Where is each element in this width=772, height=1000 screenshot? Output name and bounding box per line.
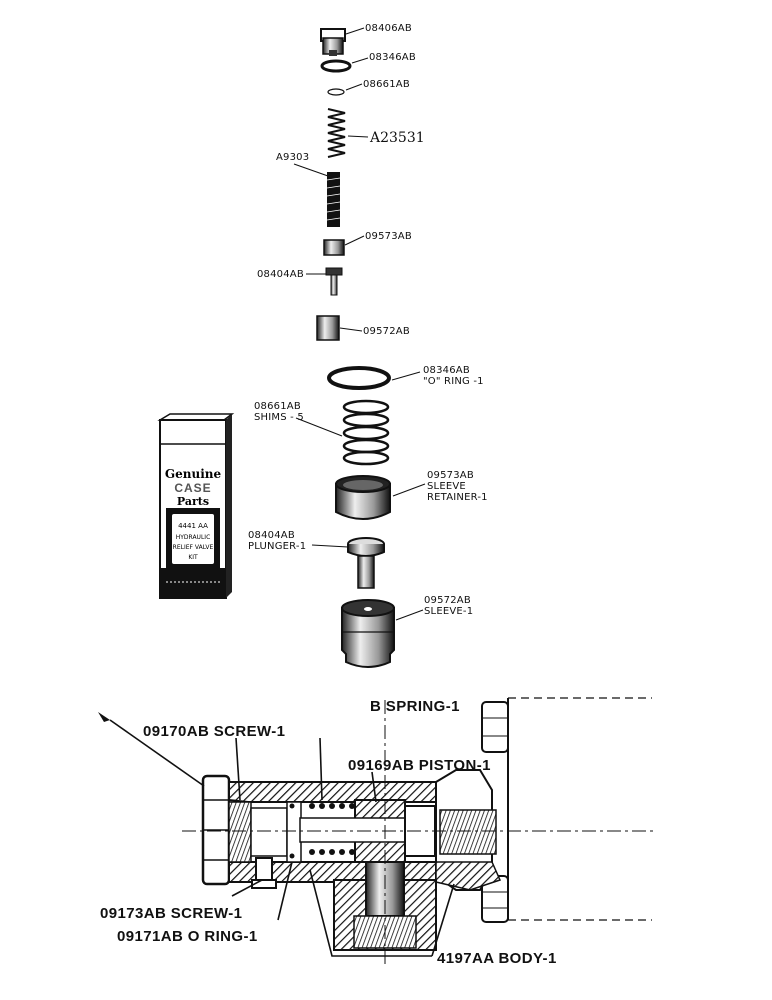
label-shims-code: 08661AB: [254, 401, 301, 412]
label-shim-top: 08661AB: [363, 79, 410, 90]
label-plunger-desc: PLUNGER-1: [248, 541, 306, 552]
oring-top-part: [320, 59, 352, 73]
label-o-ring: 09171AB O RING-1: [117, 928, 258, 945]
kit-box: Genuine CASE Parts 4441 AA HYDRAULIC REL…: [157, 413, 235, 599]
shim-top-part: [327, 88, 345, 96]
label-sleeve-desc: SLEEVE-1: [424, 606, 473, 617]
sleeve-part: [341, 599, 395, 668]
label-b-spring: B SPRING-1: [370, 698, 460, 715]
spring-part: [327, 108, 346, 158]
label-plunger-top: 08404AB: [257, 269, 304, 280]
label-sleeve-top: 09572AB: [363, 326, 410, 337]
kit-genuine: Genuine: [165, 467, 222, 481]
label-plug: 08406AB: [365, 23, 412, 34]
label-shims-desc: SHIMS - 5: [254, 412, 304, 423]
kit-line3: KIT: [188, 554, 198, 561]
valve-section-view: [182, 697, 656, 968]
label-retainer-code: 09573AB: [427, 470, 474, 481]
kit-parts: Parts: [177, 495, 209, 508]
label-screw-1: 09170AB SCREW-1: [143, 723, 285, 740]
kit-brand-logo: CASE: [174, 481, 211, 495]
label-screw-2: 09173AB SCREW-1: [100, 905, 242, 922]
retainer-top-part: [323, 239, 345, 256]
label-pin: A9303: [276, 152, 309, 163]
kit-line1: HYDRAULIC: [176, 534, 211, 541]
label-retainer-top: 09573AB: [365, 231, 412, 242]
pin-part: [326, 172, 341, 227]
kit-number: 4441 AA: [178, 522, 208, 530]
plug-part: [320, 28, 346, 56]
label-plunger-code: 08404AB: [248, 530, 295, 541]
label-oring-desc: "O" RING -1: [423, 376, 484, 387]
label-oring-code: 08346AB: [423, 365, 470, 376]
label-body: 4197AA BODY-1: [437, 950, 557, 967]
label-retainer-desc2: RETAINER-1: [427, 492, 488, 503]
label-piston: 09169AB PISTON-1: [348, 757, 491, 774]
shims-part: [342, 399, 390, 466]
plunger-top-part: [325, 267, 343, 296]
kit-line2: RELIEF VALVE: [173, 544, 214, 551]
sleeve-top-part: [316, 315, 340, 341]
label-sleeve-code: 09572AB: [424, 595, 471, 606]
sleeve-retainer-part: [335, 475, 391, 520]
label-retainer-desc1: SLEEVE: [427, 481, 466, 492]
label-spring: A23531: [369, 130, 425, 146]
oring-part: [327, 366, 391, 390]
plunger-part: [347, 537, 385, 589]
label-oring-top: 08346AB: [369, 52, 416, 63]
